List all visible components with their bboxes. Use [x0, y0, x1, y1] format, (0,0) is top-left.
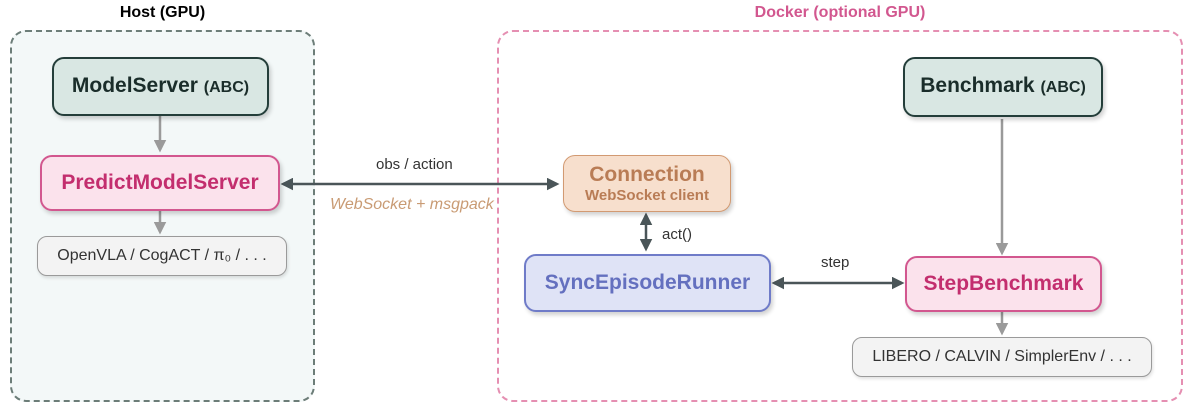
step-benchmark-label: StepBenchmark [923, 272, 1084, 295]
act-label: act() [662, 226, 692, 243]
benchmarks-list-label: LIBERO / CALVIN / SimplerEnv / . . . [872, 348, 1132, 365]
step-benchmark-node: StepBenchmark [905, 256, 1102, 312]
benchmark-abc-tag: (ABC) [1040, 79, 1086, 96]
model-server-node: ModelServer (ABC) [52, 57, 269, 116]
model-server-abc-tag: (ABC) [203, 78, 250, 96]
step-label: step [821, 254, 850, 271]
models-list-node: OpenVLA / CogACT / π₀ / . . . [37, 236, 287, 276]
connection-node: Connection WebSocket client [563, 155, 731, 212]
sync-episode-runner-label: SyncEpisodeRunner [544, 271, 751, 294]
models-list-label: OpenVLA / CogACT / π₀ / . . . [57, 247, 267, 264]
predict-model-server-label: PredictModelServer [61, 171, 259, 194]
websocket-msgpack-label: WebSocket + msgpack [330, 196, 494, 213]
docker-group-title: Docker (optional GPU) [754, 4, 926, 21]
host-group-title: Host (GPU) [119, 4, 206, 21]
benchmark-label: Benchmark [920, 74, 1035, 97]
predict-model-server-node: PredictModelServer [40, 155, 280, 211]
model-server-label: ModelServer [71, 73, 198, 97]
connection-sublabel: WebSocket client [585, 186, 709, 204]
sync-episode-runner-node: SyncEpisodeRunner [524, 254, 771, 312]
benchmark-node: Benchmark (ABC) [903, 57, 1103, 117]
obs-action-label: obs / action [376, 156, 453, 173]
connection-label: Connection [589, 162, 705, 186]
benchmarks-list-node: LIBERO / CALVIN / SimplerEnv / . . . [852, 337, 1152, 377]
